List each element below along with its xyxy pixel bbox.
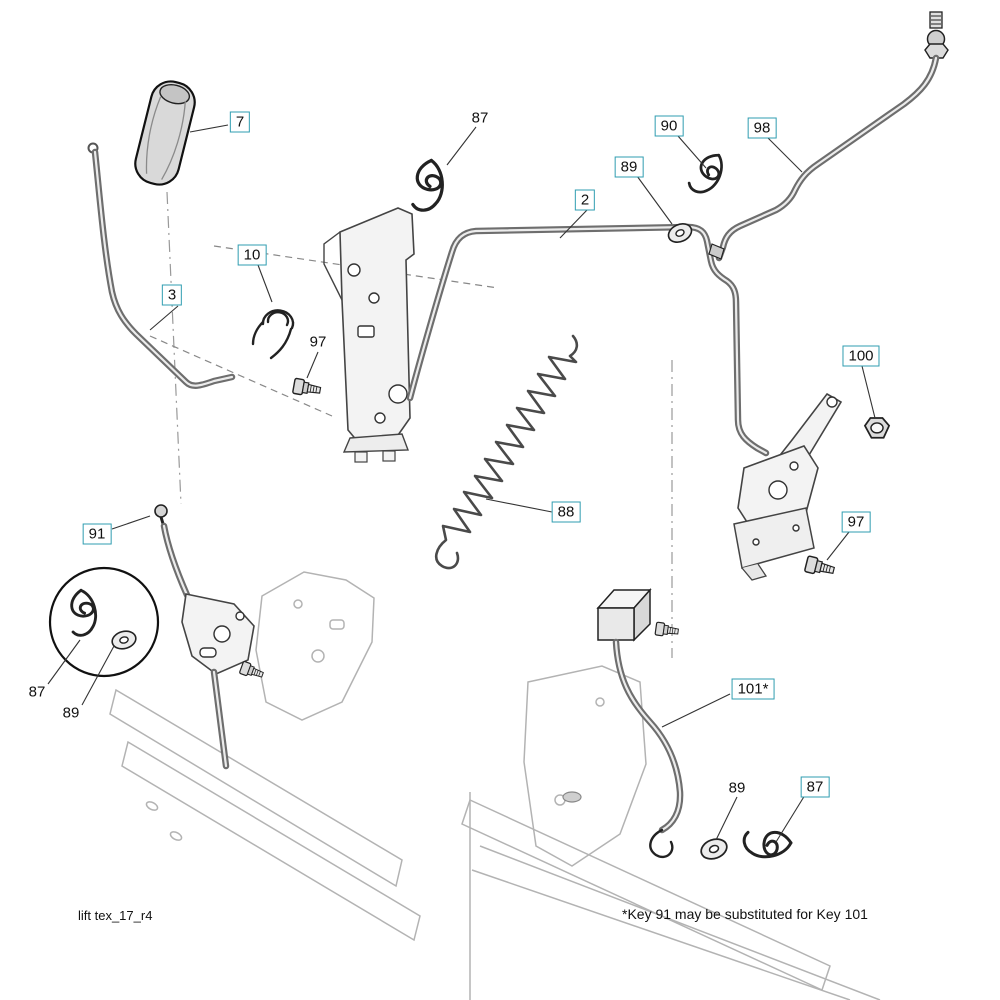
callout-91: 91 <box>82 523 112 545</box>
hex-bolt-right <box>803 555 837 579</box>
substitution-note: *Key 91 may be substituted for Key 101 <box>622 906 868 922</box>
lift-bracket <box>323 207 415 463</box>
extension-spring <box>434 334 579 570</box>
lever-assembly-91 <box>154 504 255 770</box>
doc-code: lift tex_17_r4 <box>78 908 153 923</box>
handle-grip <box>134 80 196 186</box>
hairpin-clip-top <box>406 157 447 213</box>
hex-bolt-left <box>291 377 323 399</box>
washer-89-bottom <box>697 834 731 864</box>
hairpin-clip-90 <box>685 147 728 199</box>
lift-handle-rod <box>87 142 236 389</box>
callout-89-top: 89 <box>614 156 644 178</box>
callout-97-right: 97 <box>841 511 871 533</box>
link-rod-98 <box>708 11 949 262</box>
callout-3: 3 <box>161 284 183 306</box>
chassis-right <box>461 665 881 1000</box>
callout-88: 88 <box>551 501 581 523</box>
lever-assembly-right <box>733 392 843 581</box>
callout-98: 98 <box>747 117 777 139</box>
callout-89-inset: 89 <box>62 704 80 722</box>
lift-shaft-rod <box>406 223 770 457</box>
hex-nut-100 <box>864 417 890 439</box>
link-rod-101 <box>596 588 684 859</box>
callout-89-bottom: 89 <box>728 779 746 797</box>
stud <box>562 791 582 803</box>
callout-7: 7 <box>229 111 251 133</box>
callout-87-inset: 87 <box>28 683 46 701</box>
callout-101: 101* <box>731 678 775 700</box>
hairpin-clip-bottom <box>740 820 795 864</box>
callout-90: 90 <box>654 115 684 137</box>
leader-lines <box>47 124 876 843</box>
torsion-spring <box>251 309 295 360</box>
callout-2: 2 <box>574 189 596 211</box>
callout-87-top: 87 <box>471 109 489 127</box>
callout-87-bottom: 87 <box>800 776 830 798</box>
hex-bolt-101 <box>654 621 680 639</box>
callout-100: 100 <box>842 345 880 367</box>
callout-10: 10 <box>237 244 267 266</box>
alignment-lines <box>149 191 673 658</box>
callout-97-left: 97 <box>309 333 327 351</box>
